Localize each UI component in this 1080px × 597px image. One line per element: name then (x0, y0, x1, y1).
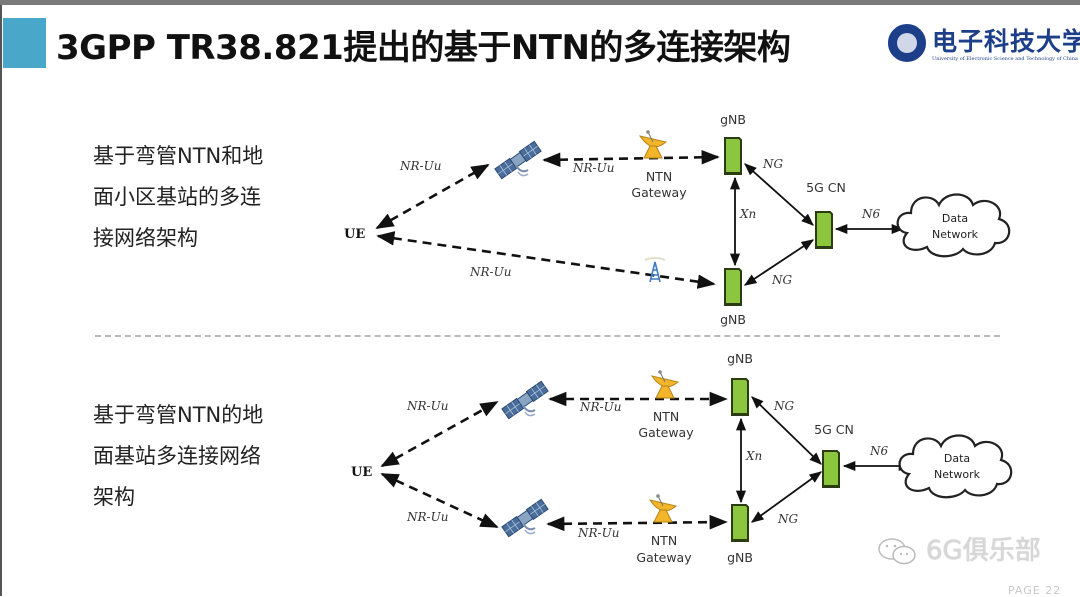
gnb-bottom-node-icon (730, 504, 750, 543)
data-network-label: Data (944, 452, 970, 465)
data-network-cloud-icon (898, 434, 1013, 499)
link-ng-top (744, 163, 814, 226)
link-ue-satellite-top (380, 400, 499, 468)
description-line: 面基站多连接网络 (93, 444, 261, 468)
link-ue-satellite (375, 163, 490, 230)
gnb-bottom-node-icon (723, 268, 743, 307)
link-ue-satellite-bottom (380, 472, 499, 529)
watermark-text: 6G俱乐部 (926, 536, 1041, 566)
link-label: N6 (861, 207, 881, 221)
description-line: 面小区基站的多连 (93, 185, 261, 209)
core-network-label: 5G CN (814, 422, 854, 437)
ntn-gateway-dish-icon (649, 493, 677, 523)
wechat-icon (878, 537, 916, 564)
data-network-label: Data (942, 212, 968, 225)
link-label: NR-Uu (572, 161, 614, 175)
link-label: NG (773, 399, 795, 413)
window-top-bar (0, 0, 1080, 5)
ue-label: UE (344, 227, 365, 242)
link-ng-bottom (750, 471, 823, 523)
diagram-1: UE NR-Uu NR-Uu NTN Gateway NR-Uu gNB gNB… (344, 112, 1011, 327)
cell-tower-icon (644, 257, 666, 283)
link-ue-terrestrial-gnb (376, 231, 716, 289)
description-line: 架构 (93, 485, 135, 509)
link-label: N6 (869, 444, 889, 458)
description-line: 基于弯管NTN和地 (93, 144, 264, 168)
5g-core-node-icon (821, 450, 841, 489)
link-label: Xn (739, 207, 756, 221)
link-label: NR-Uu (469, 265, 511, 279)
core-network-label: 5G CN (806, 180, 846, 195)
data-network-label: Network (934, 468, 981, 481)
gateway-label: NTN (651, 533, 677, 548)
page-number: PAGE 22 (1008, 584, 1062, 597)
section-separator (95, 335, 1000, 337)
gnb-label: gNB (720, 112, 746, 127)
satellite-icon (500, 498, 550, 538)
satellite-icon (493, 140, 543, 180)
link-label: NR-Uu (406, 399, 448, 413)
title-accent-square (3, 18, 46, 68)
data-network-cloud-icon (896, 193, 1011, 258)
description-line: 基于弯管NTN的地 (93, 403, 264, 427)
gateway-label: NTN (653, 409, 679, 424)
gateway-label: Gateway (638, 425, 694, 440)
link-satellite-gateway-gnb (542, 150, 720, 167)
data-network-label: Network (932, 228, 979, 241)
link-label: NG (777, 512, 799, 526)
satellite-icon (500, 380, 550, 420)
slide-title: 3GPP TR38.821提出的基于NTN的多连接架构 (56, 28, 791, 68)
wechat-watermark: 6G俱乐部 (876, 530, 1041, 567)
link-label: NR-Uu (577, 526, 619, 540)
link-ng-top (751, 396, 822, 465)
link-label: NG (771, 273, 793, 287)
gateway-label: NTN (646, 169, 672, 184)
gnb-top-node-icon (723, 137, 743, 176)
link-label: NR-Uu (406, 510, 448, 524)
ue-label: UE (351, 465, 372, 480)
university-name-en: University of Electronic Science and Tec… (932, 56, 1078, 62)
gnb-label: gNB (727, 351, 753, 366)
gnb-label: gNB (727, 550, 753, 565)
gnb-label: gNB (720, 312, 746, 327)
gateway-label: Gateway (631, 185, 687, 200)
5g-core-node-icon (814, 211, 834, 250)
link-label: NR-Uu (579, 400, 621, 414)
ntn-gateway-dish-icon (639, 129, 667, 159)
link-label: NR-Uu (399, 159, 441, 173)
gnb-top-node-icon (730, 378, 750, 417)
link-label: NG (762, 157, 784, 171)
section-2-description: 基于弯管NTN的地 面基站多连接网络 架构 (93, 395, 313, 518)
gateway-label: Gateway (636, 550, 692, 565)
ntn-gateway-dish-icon (651, 369, 679, 399)
link-ng-bottom (743, 239, 815, 286)
university-name-cn: 电子科技大学 (932, 27, 1080, 56)
link-satellite-gateway-gnb-bottom (546, 514, 728, 532)
window-left-edge (0, 5, 2, 596)
university-emblem-icon (888, 24, 926, 62)
university-logo: 电子科技大学 University of Electronic Science … (888, 22, 1080, 68)
link-label: Xn (745, 449, 762, 463)
diagram-2: UE NR-Uu NR-Uu NR-Uu NR-Uu NTN Gateway N… (351, 351, 1013, 565)
description-line: 接网络架构 (93, 226, 198, 250)
section-1-description: 基于弯管NTN和地 面小区基站的多连 接网络架构 (93, 136, 313, 259)
